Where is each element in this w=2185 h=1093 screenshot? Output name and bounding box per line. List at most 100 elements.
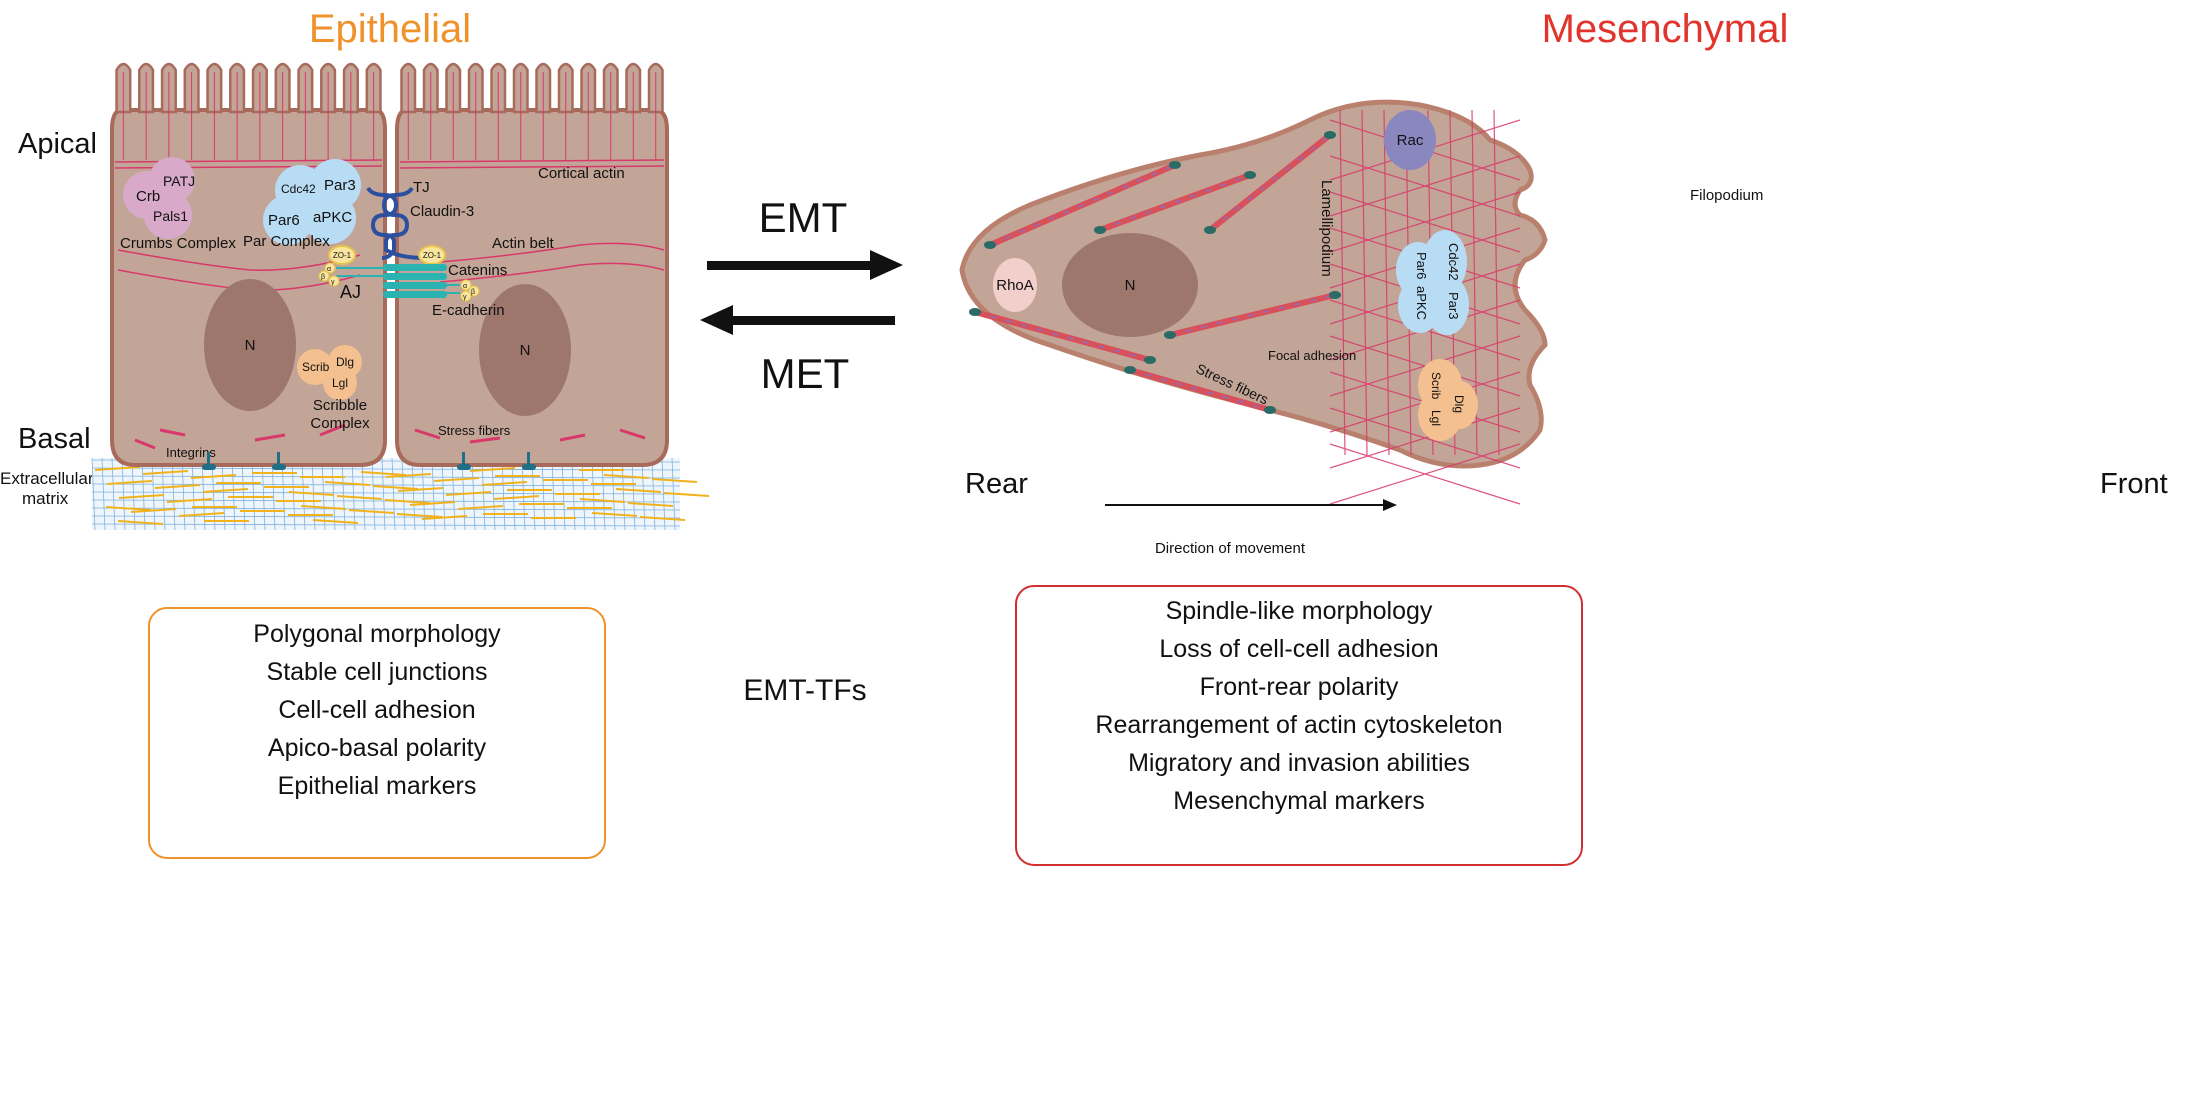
emt-tfs-label: EMT-TFs	[743, 674, 866, 707]
met-arrow	[700, 305, 895, 335]
svg-text:α: α	[327, 266, 331, 273]
focal-adhesion-label: Focal adhesion	[1268, 348, 1356, 363]
ecm-label-line2: matrix	[22, 489, 69, 508]
apical-label: Apical	[18, 128, 97, 160]
svg-text:ZO-1: ZO-1	[333, 251, 352, 260]
mesenchymal-trait: Front-rear polarity	[1200, 673, 1399, 701]
svg-text:γ: γ	[331, 279, 335, 286]
focal-adhesion	[1329, 291, 1341, 299]
tight-junction	[366, 186, 426, 260]
focal-adhesion	[1324, 131, 1336, 139]
svg-text:β: β	[321, 274, 325, 281]
rear-label: Rear	[965, 468, 1028, 500]
focal-adhesion	[969, 308, 981, 316]
mesenchymal-cell	[959, 99, 1548, 505]
svg-text:PATJ: PATJ	[163, 173, 195, 189]
focal-adhesion	[1169, 161, 1181, 169]
epithelial-title: Epithelial	[309, 7, 471, 51]
svg-text:Pals1: Pals1	[153, 208, 188, 224]
basal-label: Basal	[18, 423, 91, 455]
catenins-label: Catenins	[448, 262, 507, 279]
epithelial-nucleus-left	[204, 279, 296, 411]
integrins-label: Integrins	[166, 445, 216, 460]
svg-text:Par3: Par3	[324, 177, 356, 194]
claudin-label: Claudin-3	[410, 203, 474, 220]
svg-text:Par6: Par6	[1414, 252, 1429, 279]
ecm-label-line1: Extracellular	[0, 469, 94, 488]
crumbs-complex-label: Crumbs Complex	[120, 235, 236, 252]
svg-text:Dlg: Dlg	[336, 355, 354, 369]
focal-adhesion	[1094, 226, 1106, 234]
svg-text:aPKC: aPKC	[1414, 286, 1429, 320]
epithelial-nucleus-label-right: N	[520, 342, 531, 359]
svg-text:Par6: Par6	[268, 212, 300, 229]
mesenchymal-par-complex	[1396, 230, 1469, 335]
focal-adhesion	[984, 241, 996, 249]
epithelial-trait: Epithelial markers	[278, 772, 477, 800]
focal-adhesion	[1164, 331, 1176, 339]
svg-text:Scrib: Scrib	[302, 360, 330, 374]
e-cadherin-label: E-cadherin	[432, 302, 505, 319]
svg-text:γ: γ	[463, 294, 467, 301]
epithelial-trait: Cell-cell adhesion	[278, 696, 475, 724]
lamellipodium-label: Lamellipodium	[1318, 180, 1335, 277]
rac	[1384, 110, 1436, 170]
mesenchymal-title: Mesenchymal	[1542, 7, 1789, 51]
stress-fiber	[974, 309, 1151, 363]
svg-text:Scribble: Scribble	[313, 397, 367, 414]
par-complex: Cdc42 Par3 Par6 aPKC Par Complex	[243, 159, 361, 250]
mesenchymal-scribble-complex	[1418, 359, 1478, 441]
rhoa-label: RhoA	[996, 277, 1034, 294]
rhoa	[993, 258, 1037, 312]
mesenchymal-trait: Migratory and invasion abilities	[1128, 749, 1470, 777]
aj-label: AJ	[340, 282, 361, 302]
filopodium-label: Filopodium	[1690, 187, 1763, 204]
stress-fibers-label-epithelial: Stress fibers	[438, 423, 511, 438]
rac-label: Rac	[1397, 132, 1424, 149]
met-label: MET	[761, 350, 850, 397]
svg-text:Par3: Par3	[1446, 292, 1461, 319]
mesenchymal-nucleus	[1062, 233, 1198, 337]
svg-text:Lgl: Lgl	[1429, 410, 1443, 426]
svg-text:Lgl: Lgl	[332, 376, 348, 390]
front-label: Front	[2100, 468, 2168, 500]
epithelial-trait: Polygonal morphology	[253, 620, 501, 648]
focal-adhesion	[1144, 356, 1156, 364]
stress-fiber	[1129, 367, 1271, 413]
svg-text:Complex: Complex	[310, 415, 370, 432]
tj-label: TJ	[413, 179, 430, 196]
mesenchymal-trait: Rearrangement of actin cytoskeleton	[1095, 711, 1502, 739]
epithelial-nucleus-right	[479, 284, 571, 416]
focal-adhesion	[1244, 171, 1256, 179]
mesenchymal-trait: Loss of cell-cell adhesion	[1159, 635, 1438, 663]
mesenchymal-traits-box	[1015, 585, 1583, 866]
direction-arrow	[1105, 499, 1397, 511]
svg-text:Cdc42: Cdc42	[281, 182, 316, 196]
epithelial-nucleus-label-left: N	[245, 337, 256, 354]
epithelial-traits-box	[148, 607, 606, 859]
stress-fiber	[1208, 132, 1332, 233]
zo1-left: ZO-1	[328, 245, 356, 265]
svg-text:ZO-1: ZO-1	[423, 251, 442, 260]
epithelial-trait: Stable cell junctions	[267, 658, 488, 686]
scribble-complex: Scrib Dlg Lgl Scribble Complex	[297, 345, 370, 432]
mesenchymal-trait: Mesenchymal markers	[1173, 787, 1424, 815]
emt-label: EMT	[759, 194, 848, 241]
focal-adhesion	[1124, 366, 1136, 374]
direction-label: Direction of movement	[1155, 540, 1306, 557]
svg-text:Dlg: Dlg	[1452, 395, 1466, 413]
actin-belt-label: Actin belt	[492, 235, 555, 252]
mesenchymal-trait: Spindle-like morphology	[1166, 597, 1433, 625]
focal-adhesion	[1204, 226, 1216, 234]
cortical-actin-label: Cortical actin	[538, 165, 625, 182]
svg-text:aPKC: aPKC	[313, 209, 352, 226]
adherens-junction: α β γ α β γ	[318, 262, 480, 302]
svg-text:α: α	[463, 283, 467, 290]
integrins	[202, 452, 536, 470]
svg-text:β: β	[471, 289, 475, 296]
emt-arrow	[707, 250, 903, 280]
mesenchymal-nucleus-label: N	[1125, 277, 1136, 294]
focal-adhesion	[1264, 406, 1276, 414]
epithelial-trait: Apico-basal polarity	[268, 734, 487, 762]
